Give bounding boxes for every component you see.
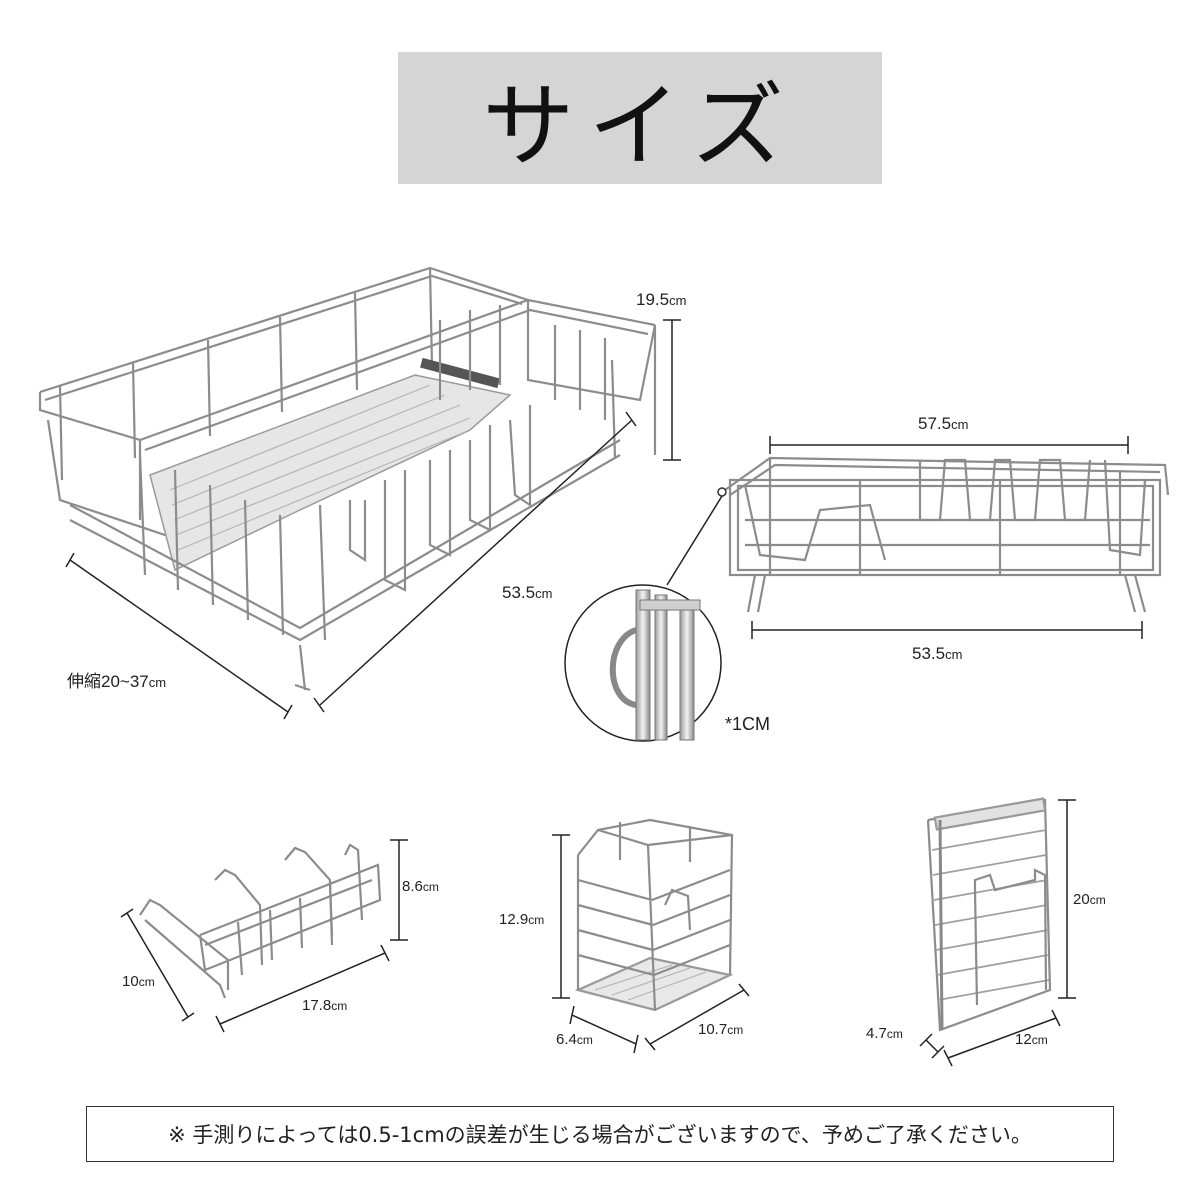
disclaimer-text: ※ 手測りによっては0.5-1cmの誤差が生じる場合がございますので、予めご了承… — [168, 1123, 1032, 1147]
zoom-detail-circle — [564, 584, 722, 742]
board-holder-width-label: 12cm — [1015, 1031, 1048, 1048]
board-holder-dimension-lines — [919, 799, 1076, 1067]
cutlery-holder-dimension-lines — [552, 834, 750, 1054]
main-rack-dimension-lines — [65, 319, 681, 720]
board-holder-illustration — [926, 797, 1052, 1032]
main-rack-illustration — [38, 266, 657, 692]
plate-holder-illustration — [139, 843, 382, 999]
zoom-scale-label: *1CM — [725, 714, 771, 734]
cutlery-holder-illustration — [574, 818, 734, 1012]
disclaimer-box: ※ 手測りによっては0.5-1cmの誤差が生じる場合がございますので、予めご了承… — [86, 1106, 1114, 1162]
title-banner: サイズ — [398, 52, 882, 184]
main-rack-height-label: 19.5cm — [636, 290, 687, 309]
plate-holder-dimension-lines — [120, 839, 408, 1033]
side-rack-illustration — [717, 456, 1170, 613]
side-rack-bottom-width-label: 53.5cm — [912, 644, 963, 663]
plate-holder-height-label: 8.6cm — [402, 878, 439, 895]
main-rack-length-label: 53.5cm — [502, 583, 553, 602]
cutlery-holder-width-label: 10.7cm — [698, 1021, 744, 1038]
board-holder-depth-label: 4.7cm — [866, 1025, 903, 1042]
side-rack-dimension-lines — [666, 436, 1143, 639]
page-title: サイズ — [482, 72, 798, 180]
side-rack-top-width-label: 57.5cm — [918, 414, 969, 433]
main-rack-width-label: 伸縮20~37cm — [67, 672, 167, 691]
board-holder-height-label: 20cm — [1073, 891, 1106, 908]
cutlery-holder-depth-label: 6.4cm — [556, 1031, 593, 1048]
plate-holder-depth-label: 10cm — [122, 973, 155, 990]
cutlery-holder-height-label: 12.9cm — [499, 911, 545, 928]
plate-holder-width-label: 17.8cm — [302, 997, 348, 1014]
